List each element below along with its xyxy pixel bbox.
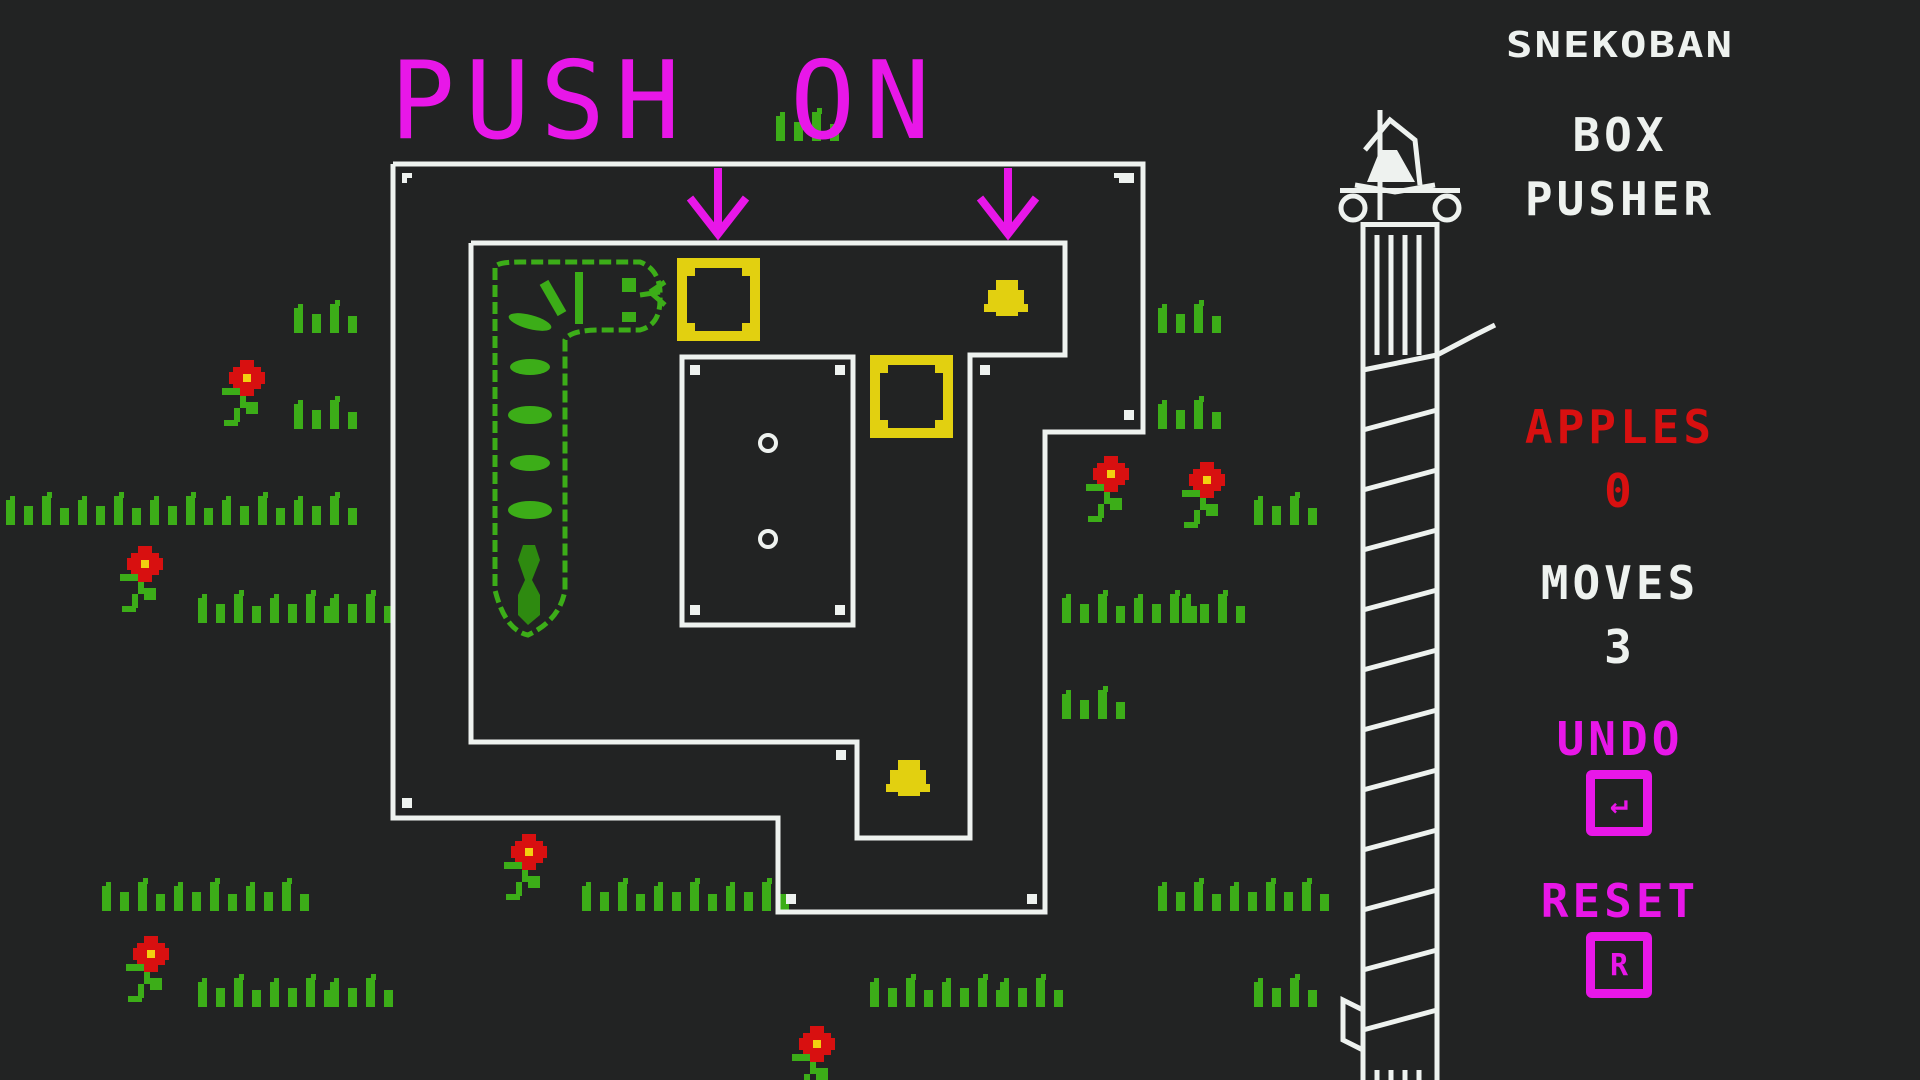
r-key-icon: R bbox=[1609, 947, 1629, 983]
moves-count: 3 bbox=[1604, 620, 1636, 674]
reset-button[interactable]: R bbox=[1586, 932, 1652, 998]
apples-label: APPLES bbox=[1524, 400, 1716, 454]
box-crate bbox=[870, 355, 953, 438]
apple-icon bbox=[886, 760, 930, 796]
level-walls bbox=[390, 161, 1146, 915]
target-markers bbox=[758, 433, 778, 549]
snake-player bbox=[492, 259, 667, 638]
apples-count: 0 bbox=[1604, 464, 1636, 518]
level-name-line1: BOX bbox=[1572, 108, 1668, 162]
undo-button[interactable]: ↵ bbox=[1586, 770, 1652, 836]
apple-icon bbox=[984, 280, 1028, 316]
undo-label: UNDO bbox=[1556, 712, 1684, 766]
game-title: SNEKOBAN bbox=[1506, 25, 1734, 66]
level-name-line2: PUSHER bbox=[1524, 172, 1716, 226]
hint-arrows bbox=[686, 168, 1040, 241]
reset-label: RESET bbox=[1540, 874, 1700, 928]
enter-key-icon: ↵ bbox=[1609, 785, 1629, 821]
grass-decoration bbox=[6, 300, 1329, 1007]
moves-label: MOVES bbox=[1540, 556, 1700, 610]
flower-decoration bbox=[120, 360, 1225, 1080]
hint-text-push: PUSH bbox=[390, 39, 691, 164]
hint-text-on: ON bbox=[790, 39, 941, 164]
box-crate bbox=[677, 258, 760, 341]
wall-corner-notches bbox=[402, 173, 1134, 904]
